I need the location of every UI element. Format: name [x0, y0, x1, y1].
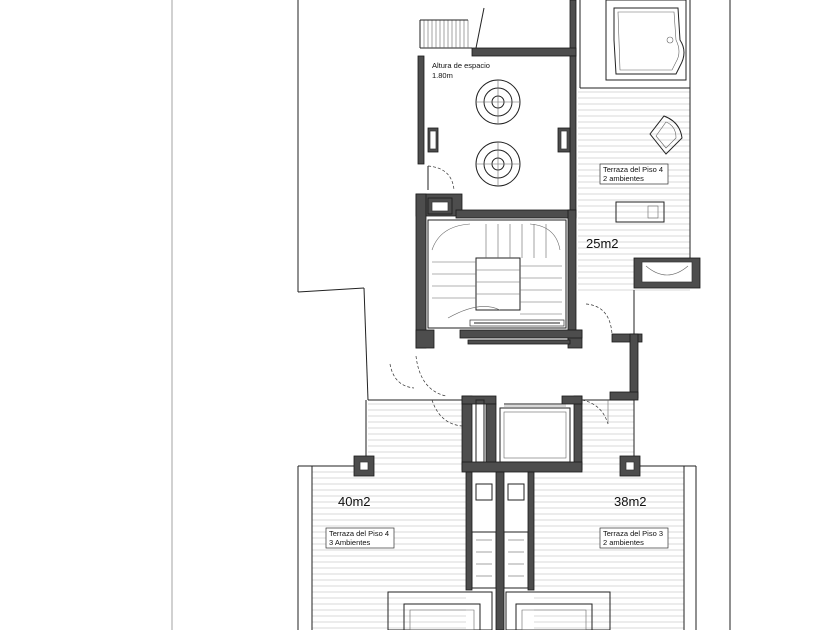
- main-stair: [427, 219, 567, 329]
- terrace-furniture: [615, 115, 683, 223]
- vent-fans: [475, 79, 521, 187]
- outer-boundary: [171, 0, 731, 630]
- label-box-left: [325, 527, 395, 549]
- planter: [633, 257, 701, 289]
- label-box-right-top: [599, 163, 669, 185]
- service-stair: [419, 7, 485, 49]
- terrace-left-title: Terraza del Piso 4: [329, 529, 389, 538]
- terrace-right-bottom-area: 38m2: [614, 494, 647, 509]
- label-box-right-bottom: [599, 527, 669, 549]
- shafts: [471, 483, 529, 589]
- space-height-title: Altura de espacio: [432, 61, 490, 70]
- jacuzzi-top: [605, 0, 687, 81]
- terrace-left-area: 40m2: [338, 494, 371, 509]
- doors: [389, 165, 613, 427]
- terrace-right-bottom-rooms: 2 ambientes: [603, 538, 644, 547]
- terrace-right-bottom-title: Terraza del Piso 3: [603, 529, 663, 538]
- lift: [475, 399, 571, 463]
- terrace-right-top-area: 25m2: [586, 236, 619, 251]
- terrace-left-rooms: 3 Ambientes: [329, 538, 371, 547]
- space-height-value: 1.80m: [432, 71, 453, 80]
- columns: [353, 127, 641, 477]
- terrace-right-top-title: Terraza del Piso 4: [603, 165, 663, 174]
- jacuzzi-bottom: [387, 591, 611, 630]
- terrace-right-top-rooms: 2 ambientes: [603, 174, 644, 183]
